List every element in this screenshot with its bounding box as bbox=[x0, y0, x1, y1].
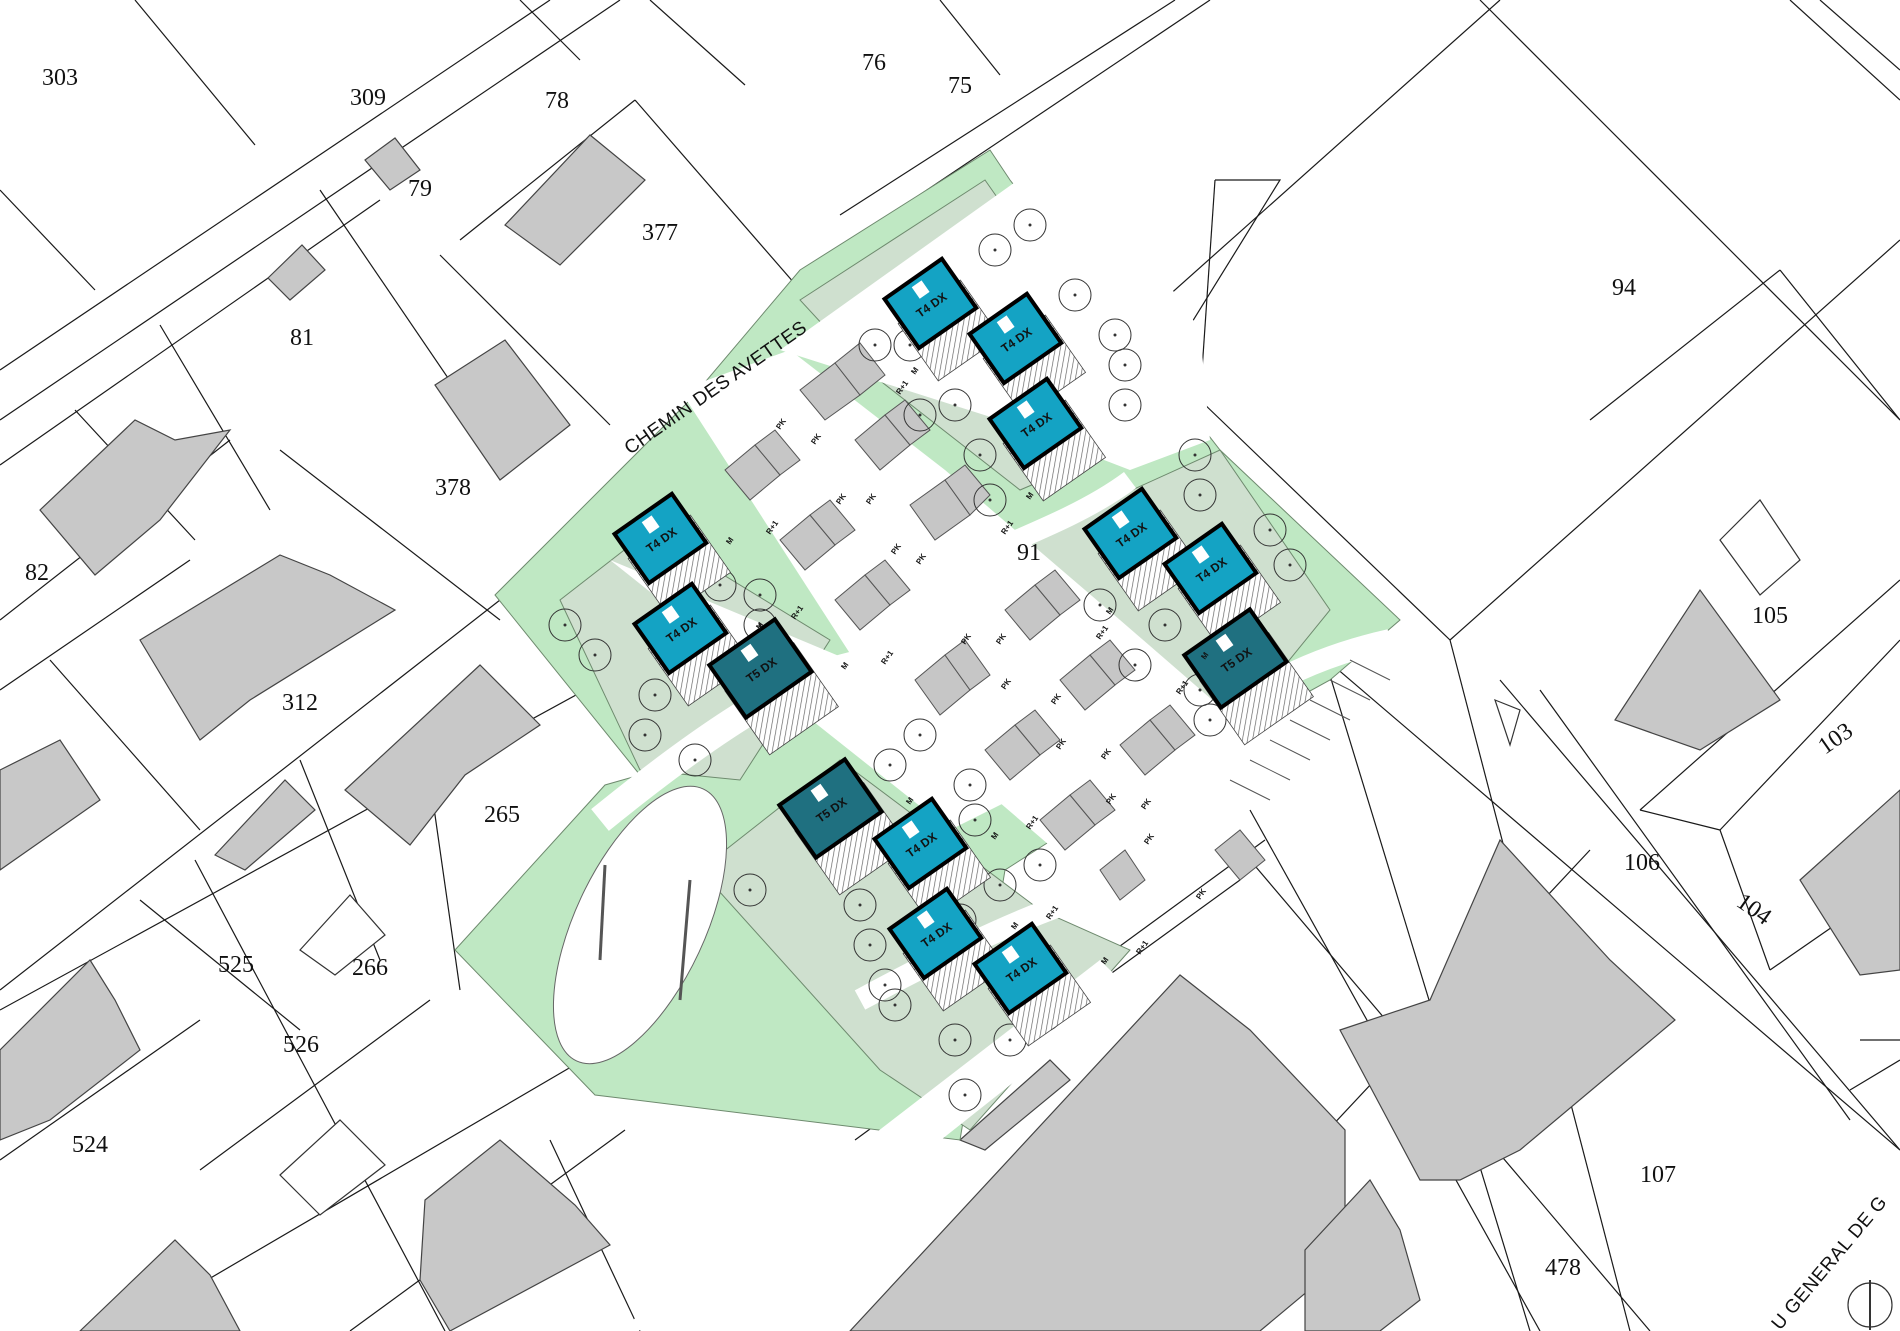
tree bbox=[578, 638, 612, 672]
existing-buildings bbox=[0, 134, 1900, 1331]
tree bbox=[1013, 208, 1047, 242]
entry-label: M bbox=[904, 795, 915, 806]
tree bbox=[978, 233, 1012, 267]
parcel-number: 76 bbox=[862, 50, 886, 76]
tree bbox=[1108, 388, 1142, 422]
parcel-number: 266 bbox=[352, 955, 388, 981]
tree bbox=[958, 803, 992, 837]
tree bbox=[638, 678, 672, 712]
tree bbox=[853, 928, 887, 962]
house-t4: T4 DX bbox=[871, 796, 992, 922]
houses: T4 DX T4 DX T4 DX T4 DX T4 DX bbox=[611, 256, 1314, 1047]
parcel-number: 94 bbox=[1612, 275, 1636, 301]
parcel-number: 524 bbox=[72, 1132, 108, 1158]
parcel-number: 78 bbox=[545, 88, 569, 114]
tree bbox=[973, 483, 1007, 517]
parcel-number: 105 bbox=[1752, 603, 1788, 629]
tree bbox=[858, 328, 892, 362]
parking-label: PK bbox=[1194, 887, 1208, 901]
entry-label: M bbox=[754, 620, 765, 631]
entry-label: M bbox=[839, 660, 850, 671]
tree bbox=[1273, 548, 1307, 582]
parcel-number: 82 bbox=[25, 560, 49, 586]
tree bbox=[1253, 513, 1287, 547]
parcel-number: 378 bbox=[435, 475, 471, 501]
entry-label: M bbox=[909, 365, 920, 376]
parcel-number: 75 bbox=[948, 73, 972, 99]
tree bbox=[1023, 848, 1057, 882]
tree bbox=[628, 718, 662, 752]
tree bbox=[878, 988, 912, 1022]
tree bbox=[733, 873, 767, 907]
tree bbox=[948, 1078, 982, 1112]
parcel-number: 104 bbox=[1732, 889, 1776, 931]
parcel-number: 79 bbox=[408, 176, 432, 202]
tree bbox=[1108, 348, 1142, 382]
north-arrow-icon bbox=[1494, 698, 1893, 1330]
house-t4: T4 DX bbox=[1081, 486, 1202, 612]
parcel-number: 525 bbox=[218, 952, 254, 978]
tree bbox=[903, 718, 937, 752]
tree bbox=[903, 398, 937, 432]
house-t5: T5 DX bbox=[706, 616, 839, 756]
parking-spaces bbox=[724, 342, 1266, 901]
tree bbox=[548, 608, 582, 642]
tree bbox=[938, 388, 972, 422]
tree bbox=[953, 768, 987, 802]
entry-label: M bbox=[989, 830, 1000, 841]
entry-label: M bbox=[1099, 955, 1110, 966]
tree bbox=[743, 578, 777, 612]
tree bbox=[1148, 608, 1182, 642]
entry-label: M bbox=[724, 535, 735, 546]
tree bbox=[1183, 478, 1217, 512]
tree bbox=[868, 968, 902, 1002]
parcel-number: 303 bbox=[42, 65, 78, 91]
entry-label: M bbox=[1024, 490, 1035, 501]
entry-label: M bbox=[1199, 650, 1210, 661]
tree bbox=[1118, 648, 1152, 682]
parcel-number: 377 bbox=[642, 220, 678, 246]
house-t4: T4 DX bbox=[971, 921, 1092, 1047]
pedestrian-crossing bbox=[1229, 659, 1391, 801]
parcel-number: 107 bbox=[1640, 1162, 1676, 1188]
tree bbox=[1098, 318, 1132, 352]
tree bbox=[1083, 588, 1117, 622]
house-t4: T4 DX bbox=[1161, 521, 1282, 647]
tree bbox=[1058, 278, 1092, 312]
parcel-number: 312 bbox=[282, 690, 318, 716]
house-t5: T5 DX bbox=[776, 756, 909, 896]
parcel-number: 309 bbox=[350, 85, 386, 111]
house-t4: T4 DX bbox=[886, 886, 1007, 1012]
tree bbox=[1193, 703, 1227, 737]
tree bbox=[873, 748, 907, 782]
parcel-number: 106 bbox=[1624, 850, 1660, 876]
entry-label: M bbox=[1009, 920, 1020, 931]
parcel-number: 91 bbox=[1017, 540, 1041, 566]
parcel-number: 478 bbox=[1545, 1255, 1581, 1281]
tree bbox=[938, 1023, 972, 1057]
house-t4: T4 DX bbox=[986, 376, 1107, 502]
tree bbox=[843, 888, 877, 922]
house-t4: T4 DX bbox=[631, 581, 752, 707]
house-t5: T5 DX bbox=[1181, 606, 1314, 746]
tree bbox=[1178, 438, 1212, 472]
entry-label: M bbox=[1104, 605, 1115, 616]
tree bbox=[983, 868, 1017, 902]
tree bbox=[963, 438, 997, 472]
house-t4: T4 DX bbox=[966, 291, 1087, 417]
parcel-number: 81 bbox=[290, 325, 314, 351]
tree bbox=[678, 743, 712, 777]
house-t4: T4 DX bbox=[881, 256, 1002, 382]
parcel-number: 526 bbox=[283, 1032, 319, 1058]
parcel-number: 265 bbox=[484, 802, 520, 828]
